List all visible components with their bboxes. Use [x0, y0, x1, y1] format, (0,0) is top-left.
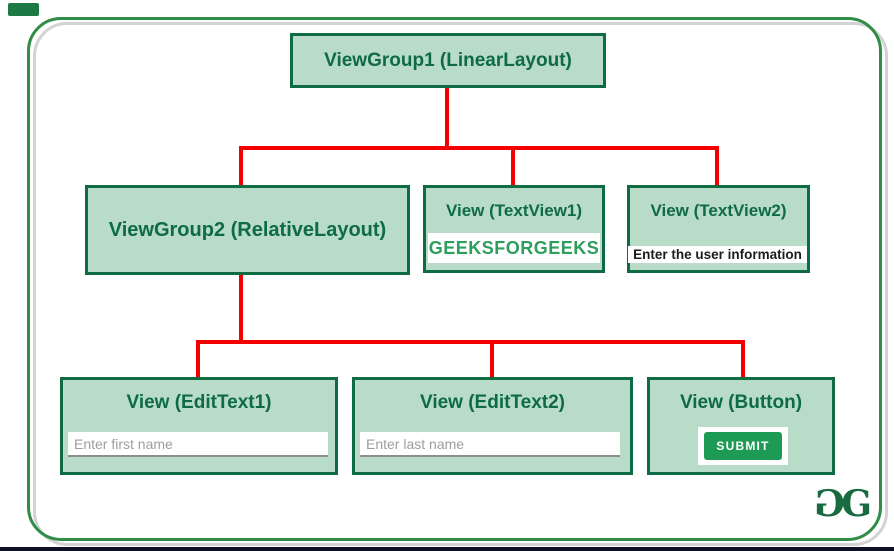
node-edittext1-label: View (EditText1): [126, 392, 272, 413]
connector-level3-bus: [196, 340, 745, 344]
logo-g: G: [841, 483, 872, 525]
node-textview2: View (TextView2) Enter the user informat…: [627, 185, 810, 273]
node-edittext2-label: View (EditText2): [420, 392, 565, 413]
first-name-input[interactable]: [68, 432, 328, 457]
textview1-content: GEEKSFORGEEKS: [428, 233, 600, 263]
node-textview2-label: View (TextView2): [650, 201, 787, 220]
node-textview1: View (TextView1) GEEKSFORGEEKS: [423, 185, 605, 273]
geeksforgeeks-logo: GG: [800, 483, 872, 525]
textview2-content: Enter the user information: [628, 246, 807, 263]
connector-viewgroup2-vertical: [239, 271, 243, 344]
node-button-label: View (Button): [679, 392, 803, 413]
corner-notch: [8, 3, 39, 16]
bottom-bar: [0, 547, 894, 551]
connector-drop-textview1: [511, 146, 515, 189]
connector-drop-button: [741, 340, 745, 381]
submit-button-panel: SUBMIT: [698, 427, 788, 465]
logo-mirrored-g: G: [815, 483, 845, 525]
connector-drop-edittext1: [196, 340, 200, 381]
submit-button[interactable]: SUBMIT: [704, 432, 782, 460]
node-viewgroup1: ViewGroup1 (LinearLayout): [290, 33, 606, 88]
node-viewgroup2-label: ViewGroup2 (RelativeLayout): [108, 218, 387, 241]
frame-shadow-border: [33, 22, 888, 546]
connector-drop-edittext2: [490, 340, 494, 381]
node-textview1-label: View (TextView1): [445, 201, 583, 220]
node-viewgroup2: ViewGroup2 (RelativeLayout): [85, 185, 410, 275]
node-edittext2: View (EditText2): [352, 377, 633, 475]
connector-root-vertical: [445, 88, 449, 150]
node-viewgroup1-label: ViewGroup1 (LinearLayout): [324, 49, 572, 71]
frame-border: [27, 17, 882, 541]
node-button: View (Button) SUBMIT: [647, 377, 835, 475]
connector-drop-textview2: [715, 146, 719, 189]
connector-drop-viewgroup2: [239, 146, 243, 189]
last-name-input[interactable]: [360, 432, 620, 457]
node-edittext1: View (EditText1): [60, 377, 338, 475]
connector-level2-bus: [239, 146, 719, 150]
